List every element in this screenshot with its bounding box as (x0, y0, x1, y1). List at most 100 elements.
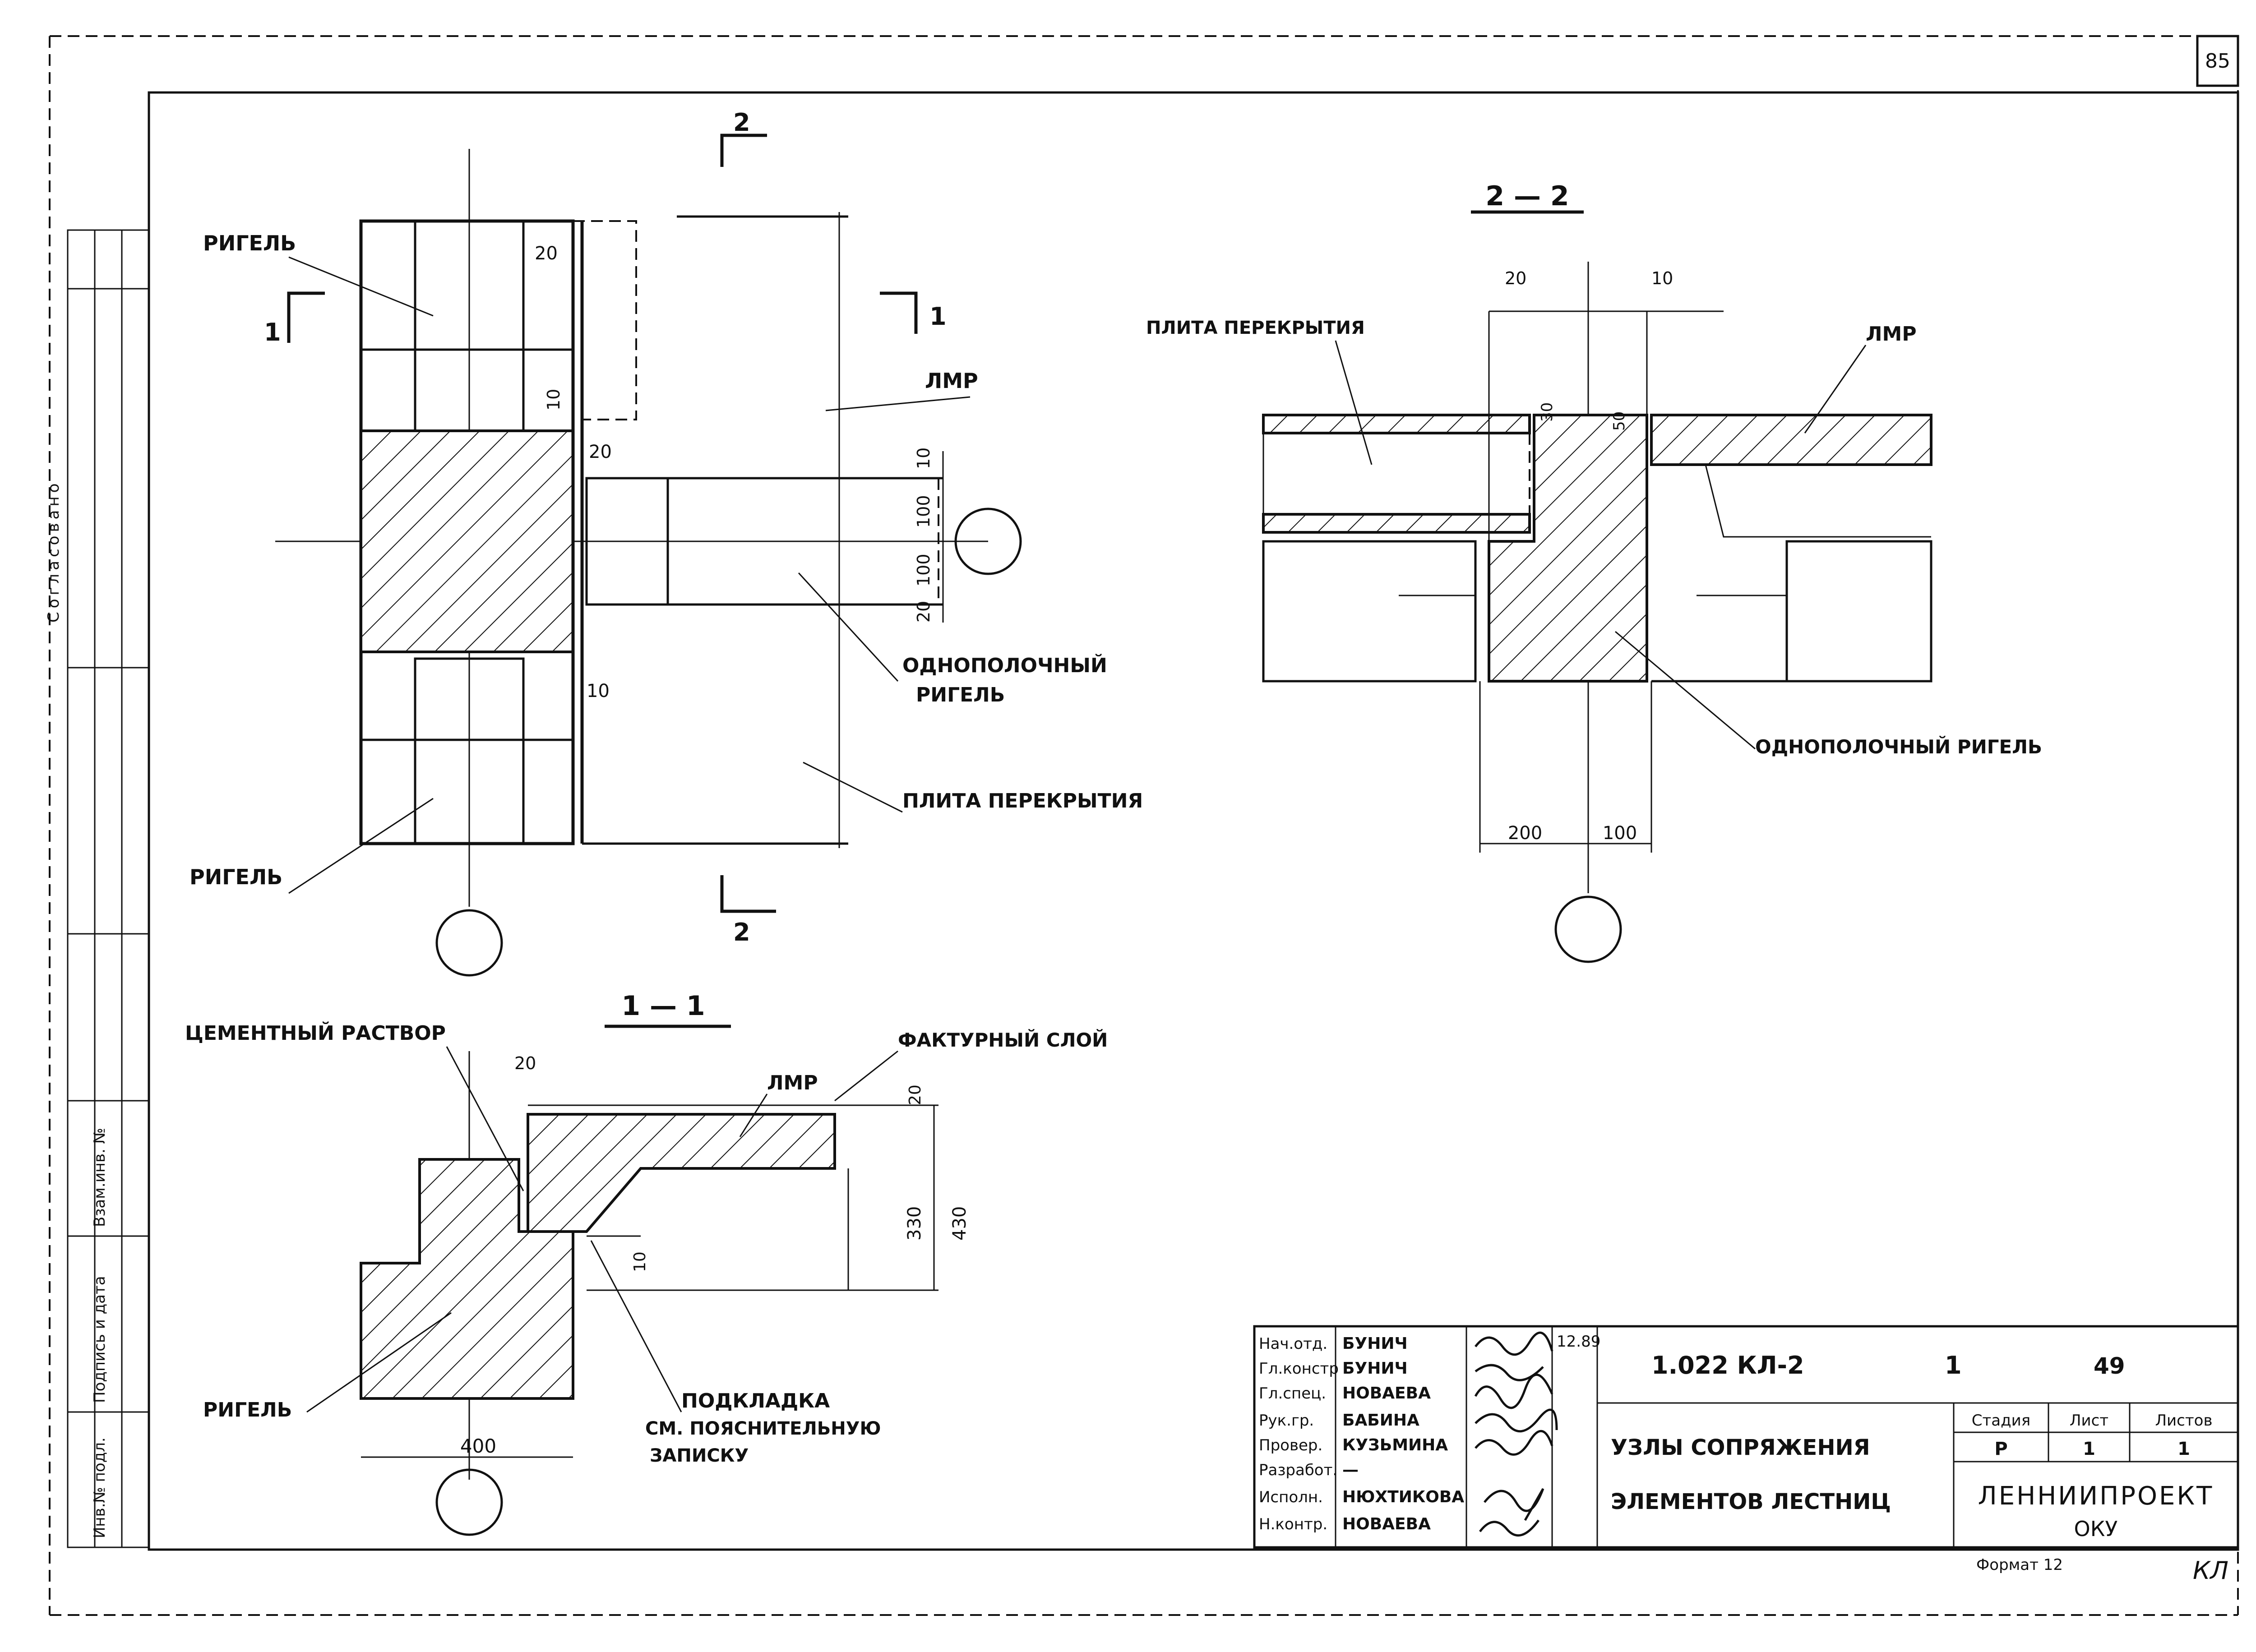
side-stamp-orig-inv: Инв.№ подл. (91, 1437, 109, 1538)
tb-role: Нач.отд. (1259, 1335, 1327, 1353)
leader-lmr (825, 396, 971, 411)
section-mark-1-right-label: 1 (929, 302, 947, 331)
signature (1475, 1331, 1553, 1356)
page-number-box (2196, 35, 2239, 87)
leader-rigel-bottom (288, 798, 434, 894)
label-shim-2: СМ. ПОЯСНИТЕЛЬНУЮ (645, 1418, 881, 1439)
label-shim-1: ПОДКЛАДКА (681, 1389, 830, 1412)
leader-rigel-top (288, 256, 434, 317)
tb-sheets-header: Листов (2155, 1412, 2212, 1430)
section-mark-2-bottom-label: 2 (733, 918, 750, 946)
section-1-1: 1 — 1 20 330 430 20 10 400 ЦЕМЕНТНЫЙ РАС… (185, 990, 1108, 1536)
tb-title-line-2: ЭЛЕМЕНТОВ ЛЕСТНИЦ (1611, 1489, 1891, 1514)
sheet-frame: 85 (49, 35, 2239, 1616)
signature (1484, 1488, 1544, 1521)
tb-format: Формат 12 (1976, 1556, 2063, 1574)
dim-100-a: 100 (914, 495, 934, 528)
section-mark-1-left (287, 291, 325, 343)
tb-organization-1: ЛЕННИИПРОЕКТ (1978, 1481, 2214, 1511)
leader-lmr-2-2 (1804, 345, 1867, 434)
concrete-joint-2-2 (1488, 414, 1648, 683)
label-lmr: ЛМР (925, 369, 978, 393)
axis-bubble-right (954, 508, 1022, 575)
section-1-1-title: 1 — 1 (621, 990, 705, 1022)
tb-role: Исполн. (1259, 1488, 1323, 1506)
signature (1474, 1374, 1553, 1409)
label-lmr-2-2: ЛМР (1866, 323, 1917, 346)
tb-document-code: 1.022 КЛ-2 (1651, 1351, 1804, 1380)
tb-role: Рук.гр. (1259, 1412, 1314, 1430)
title-block-frame (1253, 1325, 2239, 1549)
side-stamp: Согласовано Взам.инв. № Подпись и дата И… (45, 229, 150, 1548)
dim-330-1-1: 330 (904, 1206, 925, 1241)
leader-shim (590, 1240, 682, 1412)
leader-single-shelf-rigel-2-2 (1615, 631, 1756, 750)
dim-50-2-2: 50 (1610, 411, 1628, 431)
tb-names: БУНИЧ БУНИЧ НОВАЕВА БАБИНА КУЗЬМИНА — НЮ… (1342, 1334, 1464, 1533)
axis-bubble-2-2 (1554, 895, 1622, 963)
label-cement-mortar: ЦЕМЕНТНЫЙ РАСТВОР (185, 1021, 446, 1045)
tb-role: Разработ. (1259, 1461, 1337, 1479)
support-block-left (1262, 540, 1477, 683)
dim-100-2-2: 100 (1603, 823, 1637, 844)
signature (1475, 1430, 1553, 1456)
dim-200-2-2: 200 (1508, 823, 1542, 844)
section-mark-2-bottom (720, 875, 776, 913)
tb-stage-value: Р (1994, 1439, 2007, 1459)
tb-sheet-header: Лист (2070, 1412, 2108, 1430)
leader-cement-mortar (446, 1046, 524, 1191)
label-rigel-bottom: РИГЕЛЬ (190, 865, 282, 889)
tb-role: Провер. (1259, 1436, 1322, 1454)
label-shim-3: ЗАПИСКУ (650, 1445, 749, 1466)
hidden-rigel-outline (573, 220, 637, 420)
tb-roles: Нач.отд. Гл.констр Гл.спец. Рук.гр. Пров… (1259, 1335, 1339, 1533)
section-mark-1-right (880, 291, 918, 334)
support-block-right (1785, 540, 1932, 683)
dim-20-b: 20 (589, 442, 612, 462)
tb-sheet-value: 1 (2083, 1439, 2095, 1459)
tb-sheet-ref: 49 (2094, 1353, 2125, 1379)
dim-10-right-top: 10 (914, 448, 934, 469)
slab-top-shelf-left (1262, 414, 1531, 434)
dim-20-top: 20 (535, 243, 558, 264)
tb-name: НОВАЕВА (1342, 1384, 1431, 1403)
label-floor-slab: ПЛИТА ПЕРЕКРЫТИЯ (902, 789, 1143, 812)
leader-floor-slab (803, 761, 903, 813)
section-mark-1-left-label: 1 (264, 318, 281, 346)
concrete-joint-zone (360, 429, 574, 653)
lmr-shelf (1650, 414, 1932, 466)
dim-20-2-2: 20 (1505, 268, 1526, 288)
tb-name: КУЗЬМИНА (1342, 1436, 1448, 1454)
tb-corner-note: КЛ (2193, 1556, 2228, 1585)
signature (1475, 1364, 1544, 1381)
section-2-2: 2 — 2 20 10 30 50 200 100 П (1146, 180, 2042, 963)
section-mark-2-top-label: 2 (733, 108, 750, 137)
rigel-bottom-web (414, 657, 525, 845)
dim-10-2-2: 10 (1651, 268, 1673, 288)
dim-430-1-1: 430 (949, 1206, 970, 1241)
tb-role: Н.контр. (1259, 1515, 1327, 1533)
dim-10-1-1: 10 (631, 1251, 649, 1272)
tb-organization-2: ОКУ (2074, 1517, 2118, 1541)
dim-10-a: 10 (544, 389, 564, 411)
tb-title-line-1: УЗЛЫ СОПРЯЖЕНИЯ (1611, 1435, 1870, 1460)
tb-name: БАБИНА (1342, 1411, 1419, 1430)
signature (1479, 1519, 1540, 1537)
tb-name: НЮХТИКОВА (1342, 1488, 1464, 1506)
section-2-2-title: 2 — 2 (1485, 180, 1569, 212)
plan-view: 10 100 100 20 20 10 20 10 2 2 1 1 РИГЕЛЬ… (190, 108, 1143, 977)
page-number: 85 (2205, 50, 2230, 73)
lmr-section (527, 1113, 836, 1233)
tb-name: БУНИЧ (1342, 1334, 1408, 1353)
dim-30-2-2: 30 (1538, 402, 1556, 422)
side-stamp-inv-no: Взам.инв. № (91, 1128, 109, 1227)
tb-name: БУНИЧ (1342, 1359, 1408, 1378)
dim-100-b: 100 (914, 554, 934, 586)
section-mark-2-top (720, 134, 767, 167)
tb-date: 12.89 (1557, 1333, 1600, 1351)
leader-lmr-1-1 (739, 1094, 768, 1137)
tb-name: — (1342, 1461, 1359, 1479)
leader-single-shelf-rigel (798, 572, 899, 682)
tb-role: Гл.констр (1259, 1360, 1339, 1378)
